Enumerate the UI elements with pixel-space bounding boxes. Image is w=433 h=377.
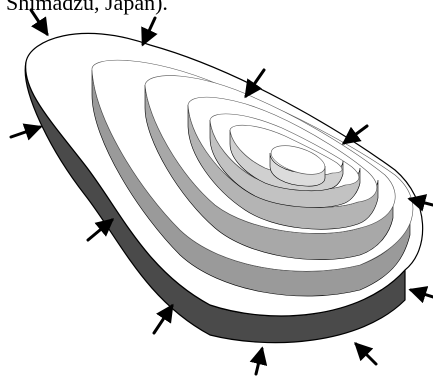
arrow-8-icon [411,290,433,297]
arrow-6-icon [11,127,40,137]
arrow-11-icon [356,344,376,364]
arrow-10-icon [256,349,262,374]
arrow-4-icon [344,126,367,143]
arrow-1-icon [31,10,47,34]
arrow-2-icon [143,18,155,44]
arrow-9-icon [154,306,172,333]
arrow-7-icon [88,220,112,240]
